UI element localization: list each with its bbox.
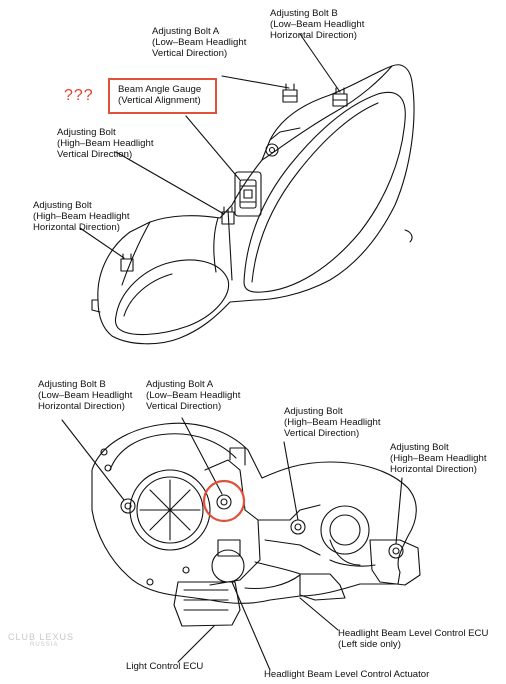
top-headlight-assembly xyxy=(79,33,415,345)
question-marks: ??? xyxy=(64,87,94,104)
actuator-label: Headlight Beam Level Control Actuator xyxy=(264,669,430,680)
light-control-ecu-label: Light Control ECU xyxy=(126,661,204,672)
beam-angle-gauge-label: Beam Angle Gauge(Vertical Alignment) xyxy=(118,84,202,106)
level-control-ecu-label: Headlight Beam Level Control ECU(Left si… xyxy=(338,628,489,650)
bottom-headlight-rear xyxy=(61,417,421,671)
highlight-circle xyxy=(202,479,246,523)
watermark: CLUB LEXUS RUSSIA xyxy=(8,632,75,648)
beam-angle-gauge-highlight xyxy=(108,78,217,114)
